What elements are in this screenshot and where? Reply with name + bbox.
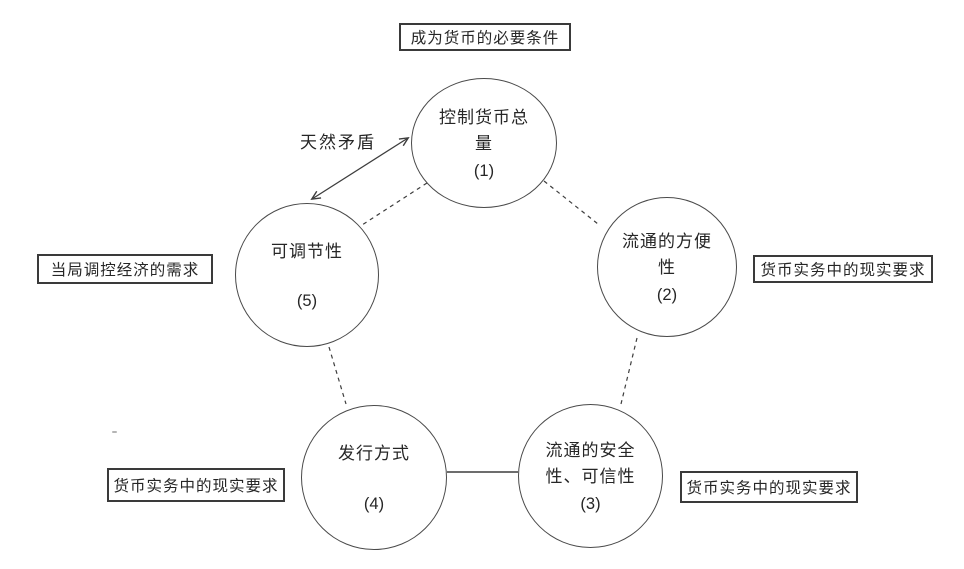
node-number: (5) — [296, 292, 318, 311]
node-label: 流通的方便性 — [622, 232, 712, 277]
node-circulation-safety-credibility: 流通的安全性、可信性 (3) — [518, 404, 663, 548]
contradiction-arrow-label: 天然矛盾 — [300, 133, 376, 152]
node-circulation-convenience: 流通的方便性 (2) — [597, 197, 737, 337]
annotation-box-right: 货币实务中的现实要求 — [753, 255, 933, 283]
connector-node1-node5 — [361, 182, 428, 226]
node-label: 流通的安全性、可信性 — [545, 441, 636, 486]
annotation-box-bottom-left: 货币实务中的现实要求 — [107, 468, 285, 502]
node-adjustability: 可调节性 (5) — [235, 203, 379, 347]
title-box: 成为货币的必要条件 — [399, 23, 571, 51]
node-label: 控制货币总量 — [439, 108, 529, 153]
connector-node1-node2 — [543, 180, 599, 225]
annotation-box-left: 当局调控经济的需求 — [37, 254, 213, 284]
node-label: 可调节性 — [271, 241, 343, 261]
node-issuance-method: 发行方式 (4) — [301, 405, 447, 550]
annotation-box-bottom-right: 货币实务中的现实要求 — [680, 471, 858, 503]
node-number: (3) — [580, 495, 601, 513]
connector-node5-node4 — [328, 346, 347, 405]
node-control-money-supply: 控制货币总量 (1) — [411, 78, 557, 208]
node-number: (1) — [473, 162, 495, 180]
stray-mark — [112, 431, 117, 433]
node-label: 发行方式 — [338, 444, 410, 464]
connector-node2-node3 — [620, 337, 638, 405]
node-number: (2) — [656, 286, 678, 304]
node-number: (4) — [363, 494, 385, 513]
